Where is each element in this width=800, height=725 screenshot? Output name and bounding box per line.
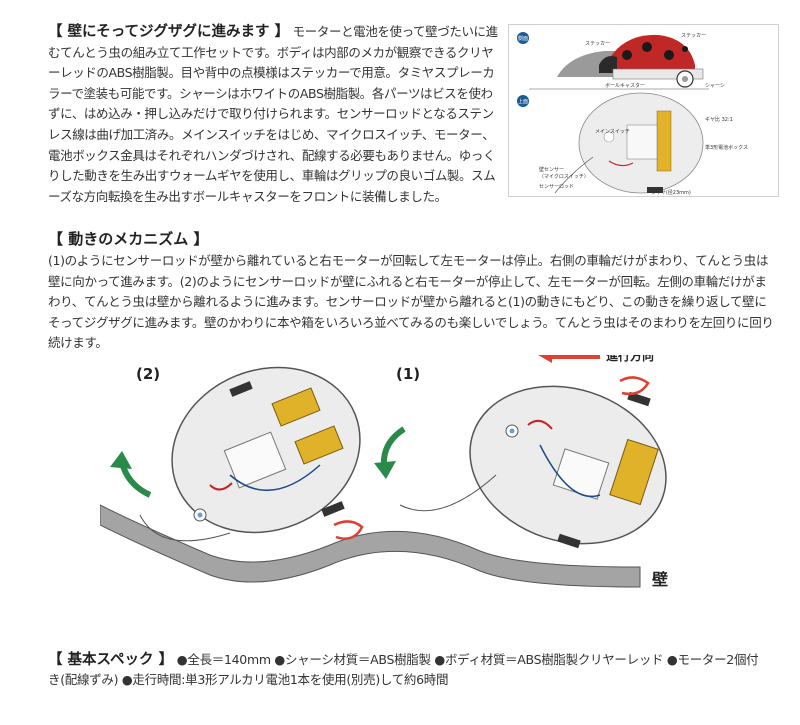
mechanism-heading: 【 動きのメカニズム 】 — [48, 230, 209, 248]
label-case-1: (1) — [396, 365, 420, 383]
label-battery-box: 単3形電池ボックス — [705, 144, 748, 151]
mechanism-section: 【 動きのメカニズム 】 (1)のようにセンサーロッドが壁から離れていると右モー… — [48, 229, 778, 353]
label-sensor-rod: センサーロッド — [539, 184, 574, 190]
intro-heading: 【 壁にそってジグザグに進みます 】 — [48, 24, 290, 40]
label-main-switch: メインスイッチ — [595, 129, 630, 135]
wall-label: 壁 — [652, 570, 668, 589]
direction-arrow — [538, 355, 600, 363]
label-micro-switch: （マイクロスイッチ） — [539, 174, 589, 180]
mechanism-body: (1)のようにセンサーロッドが壁から離れていると右モーターが回転して左モーターは… — [48, 253, 774, 351]
label-gear-ratio: ギヤ比 32:1 — [705, 116, 733, 123]
top-view-tag — [517, 95, 529, 107]
intro-section: 【 壁にそってジグザグに進みます 】 モーターと電池を使って壁づたいに進むてんと… — [48, 22, 500, 207]
label-ball-caster: ボールキャスター — [605, 82, 645, 89]
wall-shape — [100, 504, 641, 588]
rotate-arrow-2 — [333, 520, 364, 540]
label-sticker-right: ステッカー — [681, 33, 706, 39]
battery-top — [656, 110, 672, 172]
parts-diagram: 側面 ステッカー ステッカー シャーシ ボールキャスター 上面 メインスイッチ … — [508, 24, 779, 197]
ladybug-shell-side — [604, 34, 695, 73]
label-case-2: (2) — [136, 365, 160, 383]
mechanism-illustration: 壁 (2) (1) 進行方向 — [100, 355, 668, 589]
top-view-tag-text: 上面 — [518, 98, 528, 105]
label-chassis: シャーシ — [705, 83, 725, 89]
rotate-arrow-1 — [619, 376, 650, 396]
label-sticker-left: ステッカー — [585, 41, 610, 47]
specs-body: ●全長＝140mm ●シャーシ材質＝ABS樹脂製 ●ボディ材質＝ABS樹脂製クリ… — [48, 652, 759, 687]
label-tire: タイヤ(径23mm) — [651, 189, 691, 196]
specs-heading: 【 基本スペック 】 — [48, 652, 174, 668]
ladybug-case-1 — [399, 385, 667, 549]
label-wall-sensor: 壁センサー — [539, 166, 564, 173]
parts-diagram-svg: 側面 ステッカー ステッカー シャーシ ボールキャスター 上面 メインスイッチ … — [517, 32, 748, 196]
direction-label: 進行方向 — [606, 355, 654, 363]
chassis-side — [612, 68, 704, 80]
ladybug-case-2 — [139, 366, 361, 542]
specs-section: 【 基本スペック 】 ●全長＝140mm ●シャーシ材質＝ABS樹脂製 ●ボディ… — [48, 650, 768, 690]
side-view-tag — [517, 32, 529, 44]
side-view-tag-text: 側面 — [518, 35, 528, 42]
intro-body: モーターと電池を使って壁づたいに進むてんとう虫の組み立て工作セットです。ボディは… — [48, 24, 498, 204]
